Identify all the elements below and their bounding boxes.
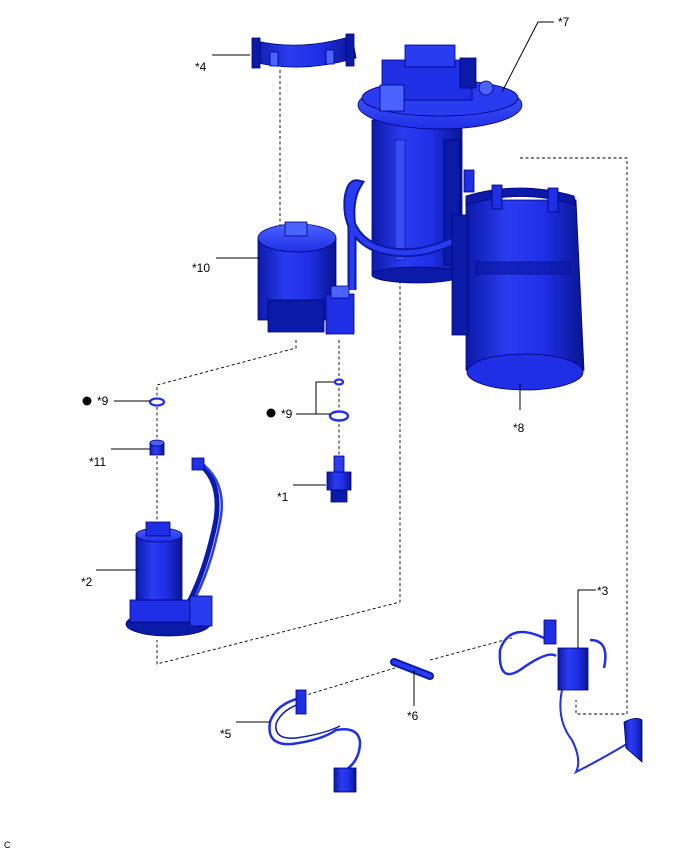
label-part-3: *3 — [597, 584, 609, 598]
bullet-marker-1 — [82, 396, 92, 406]
label-part-1: *1 — [277, 490, 289, 504]
part-1-regulator — [326, 455, 352, 503]
part-11-cushion — [149, 439, 165, 456]
label-part-9-right: *9 — [281, 407, 293, 421]
corner-code: C — [4, 840, 11, 850]
leader-lines — [96, 21, 596, 723]
part-6-hose — [390, 658, 434, 680]
label-part-6: *6 — [407, 709, 419, 723]
part-5-harness — [268, 689, 362, 793]
label-part-7: *7 — [558, 15, 570, 29]
label-part-10: *10 — [192, 261, 210, 275]
label-part-2: *2 — [81, 575, 93, 589]
part-2-fuel-pump — [125, 457, 224, 637]
bullet-marker-2 — [266, 408, 276, 418]
part-3-sender-gauge — [498, 619, 643, 775]
part-9-o-rings — [148, 378, 350, 422]
part-8-cup — [451, 184, 585, 391]
part-4-clamp — [251, 33, 357, 69]
fuel-hose — [343, 179, 457, 290]
label-part-9-left: *9 — [97, 394, 109, 408]
label-part-5: *5 — [220, 727, 232, 741]
label-part-4: *4 — [195, 60, 207, 74]
label-part-11: *11 — [89, 455, 106, 469]
part-10-filter — [257, 221, 355, 335]
label-part-8: *8 — [513, 421, 525, 435]
